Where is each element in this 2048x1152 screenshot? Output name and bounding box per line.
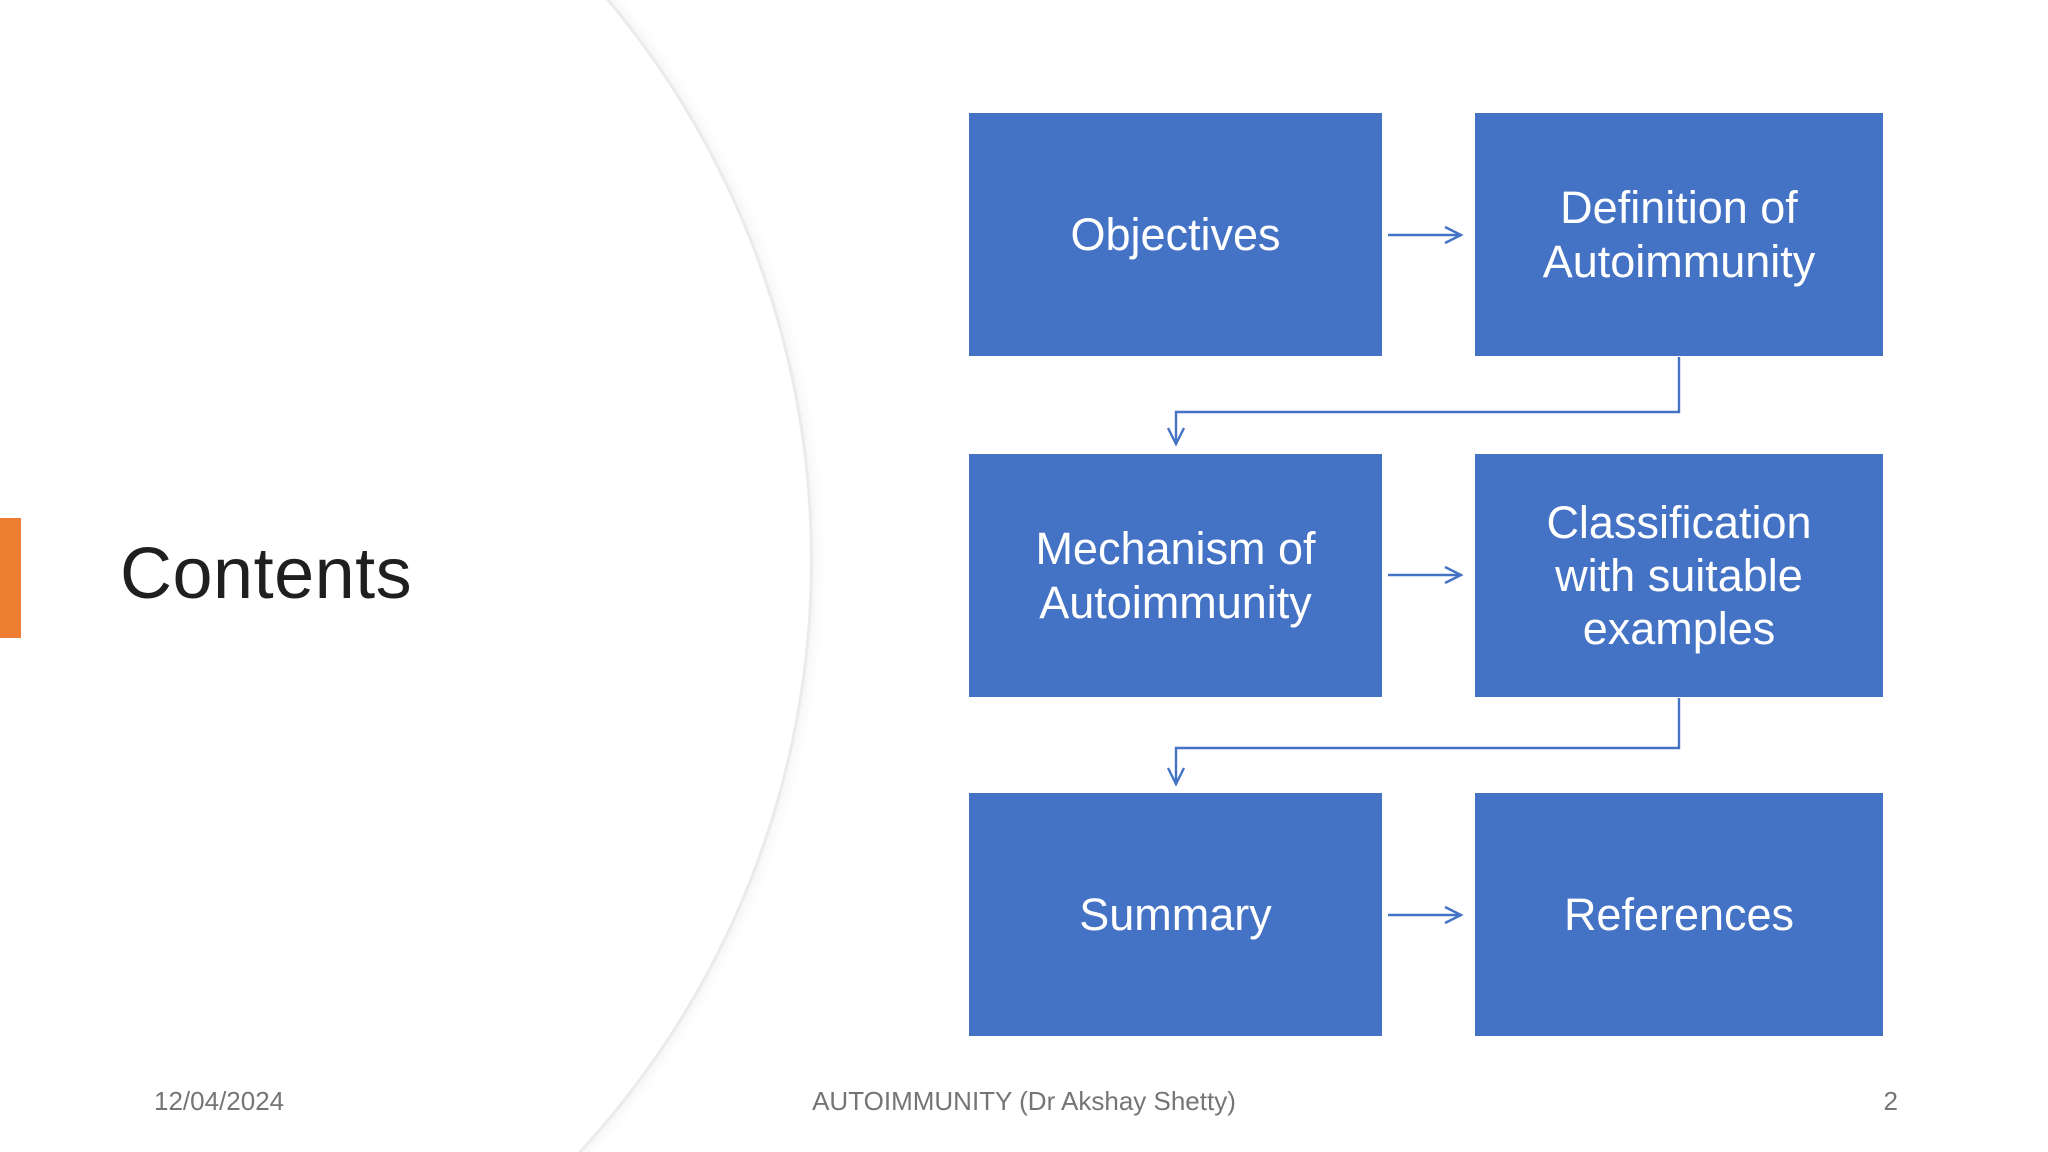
footer-date: 12/04/2024 (154, 1086, 285, 1116)
arrow-classification-to-summary (1166, 698, 1681, 787)
footer-page-number: 2 (1883, 1086, 1898, 1116)
flow-box-references: References (1475, 793, 1883, 1036)
flow-box-objectives: Objectives (969, 113, 1382, 356)
title-accent-bar (0, 518, 21, 638)
arrow-definition-to-mechanism (1166, 357, 1681, 447)
flow-box-summary: Summary (969, 793, 1382, 1036)
footer-presentation-title: AUTOIMMUNITY (Dr Akshay Shetty) (812, 1086, 1236, 1116)
flow-box-definition-of-autoimmunity: Definition of Autoimmunity (1475, 113, 1883, 356)
flow-box-classification-with-examples: Classification with suitable examples (1475, 454, 1883, 697)
page-title: Contents (120, 534, 413, 614)
flow-box-mechanism-of-autoimmunity: Mechanism of Autoimmunity (969, 454, 1382, 697)
decorative-arc (0, 0, 813, 1152)
